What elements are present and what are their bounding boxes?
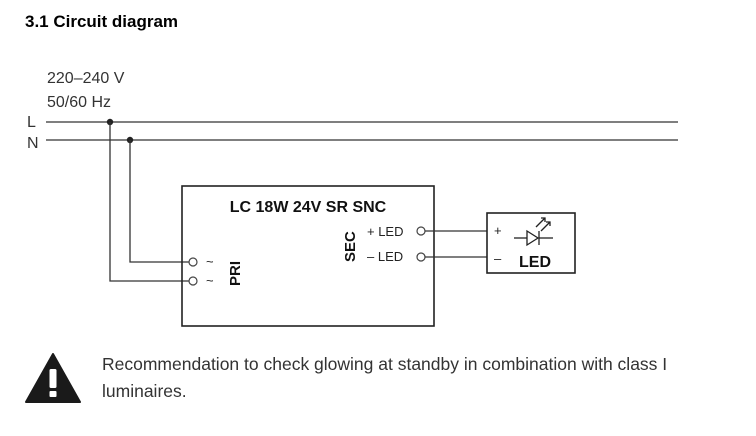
neutral-label: N [27, 135, 39, 152]
led-diode-icon [514, 217, 553, 247]
driver-box [181, 185, 435, 327]
neutral-drop-wire [129, 140, 189, 263]
primary-label: PRI [227, 261, 244, 286]
led-plus-label: + [494, 223, 502, 238]
warning-triangle-icon [25, 353, 81, 403]
primary-terminal-2 [188, 276, 198, 286]
ac-symbol-1: ~ [206, 254, 214, 269]
section-title: 3.1 Circuit diagram [25, 12, 178, 31]
supply-voltage: 220–240 V [47, 70, 125, 87]
notice-text: Recommendation to check glowing at stand… [102, 354, 668, 401]
secondary-terminal-pos [416, 226, 426, 236]
led-module-box [486, 212, 576, 274]
pos-terminal-label: + LED [367, 224, 404, 239]
led-minus-label: – [494, 251, 502, 266]
driver-name: LC 18W 24V SR SNC [230, 199, 387, 216]
supply-frequency: 50/60 Hz [47, 94, 111, 111]
primary-terminal-1 [188, 257, 198, 267]
led-module-label: LED [519, 254, 551, 271]
line-label: L [27, 114, 36, 131]
ac-symbol-2: ~ [206, 273, 214, 288]
secondary-label: SEC [342, 231, 359, 262]
secondary-terminal-neg [416, 252, 426, 262]
neg-terminal-label: – LED [367, 249, 403, 264]
line-drop-wire [109, 122, 189, 282]
